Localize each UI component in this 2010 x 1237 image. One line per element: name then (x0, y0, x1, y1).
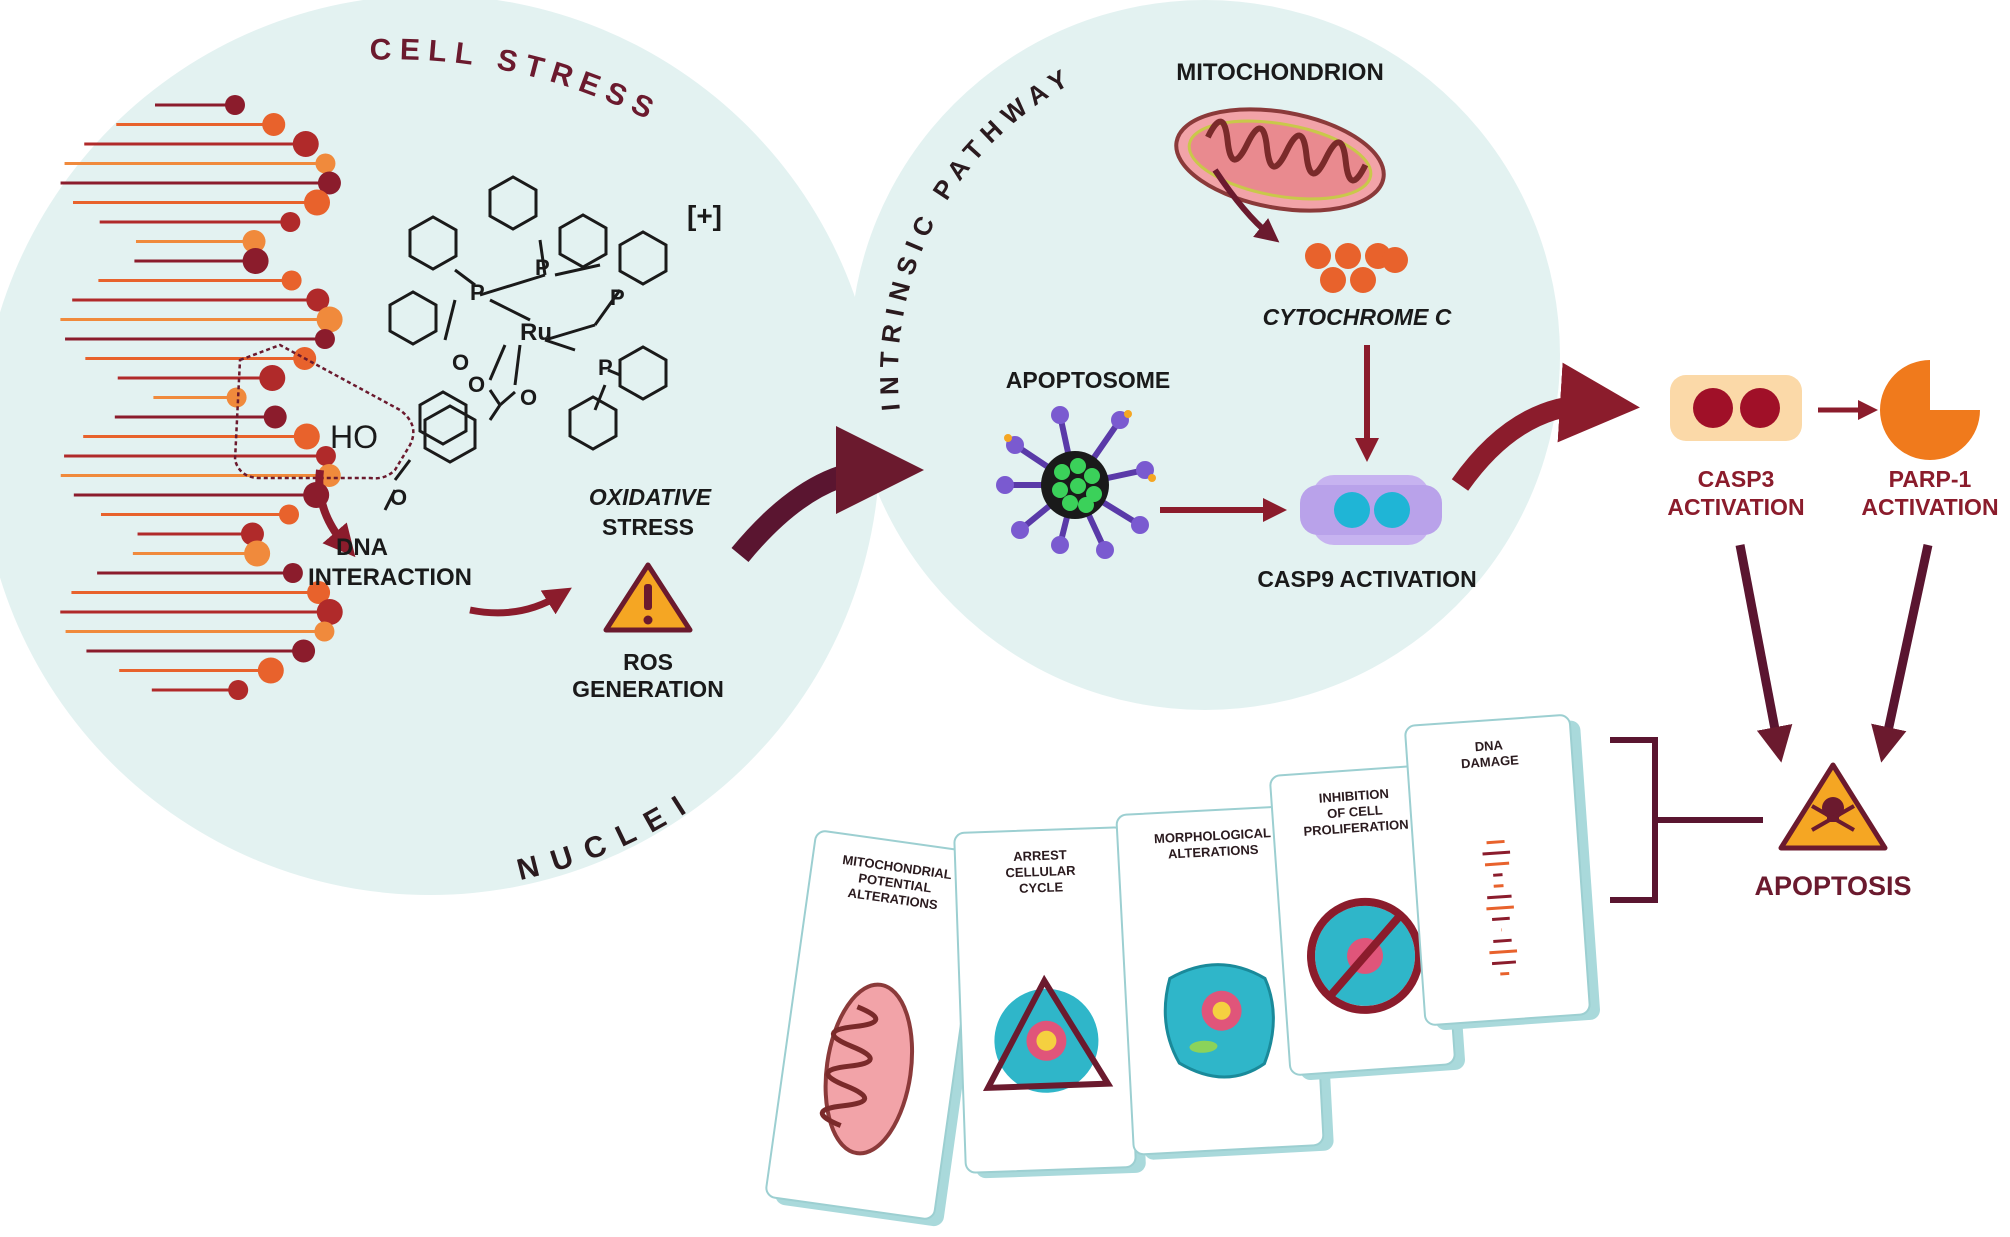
o-atom-label-1: O (452, 350, 469, 375)
card-morphological-label-line: MORPHOLOGICAL (1154, 825, 1272, 846)
charge-label: [+] (687, 200, 722, 231)
card-arrest-label-line: CYCLE (1019, 879, 1064, 896)
apoptosome-icon (996, 406, 1156, 559)
nucleus-circle (0, 0, 880, 895)
cell-cycle-icon (982, 974, 1114, 1093)
p-atom-label-1: P (470, 280, 485, 305)
apoptosis-label: APOPTOSIS (1754, 871, 1911, 901)
dna-base (316, 599, 343, 625)
dna-base (316, 306, 343, 333)
prohibited-cell-icon (1307, 897, 1424, 1014)
parp1-icon (1880, 360, 1980, 460)
dna-base (317, 464, 341, 487)
effect-cards: MITOCHONDRIALPOTENTIALALTERATIONSARRESTC… (765, 714, 1600, 1227)
cytochrome-c-icon (1305, 243, 1408, 293)
dna-base (257, 657, 284, 684)
cytochrome-c-label: CYTOCHROME C (1263, 304, 1452, 330)
dna-base (315, 446, 336, 466)
ruthenium-complex-structure (383, 175, 668, 511)
o-atom-label-2: O (520, 385, 537, 410)
nuclei-to-pathway-arrow (731, 426, 924, 562)
ho-label: HO (330, 419, 378, 455)
cell-icon (1163, 963, 1275, 1079)
oxidative-stress-label-line1: OXIDATIVE (589, 484, 712, 510)
casp3-label-line1: CASP3 (1698, 466, 1775, 492)
mitochondrion-label: MITOCHONDRION (1176, 59, 1384, 86)
apoptosis-warning-icon (1778, 762, 1888, 851)
casp9-to-casp3-arrow (1451, 362, 1640, 491)
dna-base (259, 365, 286, 391)
cards-bracket (1610, 737, 1763, 903)
parp1-label-line1: PARP-1 (1889, 466, 1972, 492)
ros-warning-icon (603, 562, 693, 633)
dna-base (262, 113, 286, 136)
dna-base (263, 405, 287, 429)
dna-base (228, 680, 249, 700)
card-dna-label-line: DAMAGE (1461, 752, 1520, 771)
card-morphological-label-line: ALTERATIONS (1168, 842, 1260, 862)
ru-atom-label: Ru (520, 319, 552, 346)
card-inhibition-label-line: PROLIFERATION (1303, 817, 1409, 839)
card-arrest-label-line: ARREST (1013, 847, 1067, 864)
dna-base (281, 270, 302, 291)
p-atom-label-2: P (535, 255, 550, 280)
dna-to-ros-arrow (469, 587, 572, 617)
dna-base (307, 581, 331, 604)
dna-interaction-label-line1: DNA (336, 534, 388, 561)
casp3-label-line2: ACTIVATION (1667, 494, 1804, 520)
dna-base (226, 387, 247, 408)
casp3-icon (1670, 375, 1802, 441)
dna-helix-illustration (60, 95, 343, 700)
card-inhibition-label-line: OF CELL (1327, 802, 1384, 821)
intrinsic-pathway-circle (850, 0, 1560, 710)
dna-base (293, 423, 320, 450)
ho-to-dna-arrow (315, 469, 356, 558)
apoptosome-label: APOPTOSOME (1006, 367, 1170, 393)
dna-base (242, 230, 266, 253)
mito-to-cytochrome-arrow (1212, 168, 1280, 243)
casp9-label: CASP9 ACTIVATION (1257, 566, 1476, 592)
dna-base (282, 563, 303, 583)
dna-base (292, 131, 319, 157)
dna-base (315, 153, 336, 174)
mitochondrion-icon (819, 982, 915, 1156)
p-atom-label-4: P (598, 355, 613, 380)
dna-base (314, 329, 335, 349)
dna-interaction-label-line2: INTERACTION (308, 564, 472, 591)
ho-highlight-box (233, 343, 415, 480)
o-atom-label-3: O (468, 372, 485, 397)
dna-base (244, 540, 271, 567)
oxidative-stress-label-line2: STRESS (602, 514, 694, 540)
dna-icon (1482, 839, 1518, 976)
card-arrest-label-line: CELLULAR (1005, 863, 1076, 880)
dna-base (279, 504, 300, 525)
casp9-icon (1300, 475, 1442, 545)
card-dna-label-line: DNA (1474, 737, 1504, 754)
dna-base (304, 189, 331, 216)
dna-base (306, 288, 330, 312)
parp1-to-apoptosis-arrow (1871, 544, 1933, 763)
o-atom-label-4: O (390, 485, 407, 510)
dna-base (240, 522, 264, 546)
ros-generation-label-line2: GENERATION (572, 676, 724, 702)
parp1-label-line2: ACTIVATION (1861, 494, 1998, 520)
casp3-to-apoptosis-arrow (1735, 544, 1793, 763)
dna-base (292, 639, 316, 663)
dna-base (225, 95, 245, 115)
dna-base (314, 621, 335, 642)
ros-generation-label-line1: ROS (623, 649, 673, 675)
p-atom-label-3: P (610, 285, 625, 310)
dna-base (242, 248, 269, 274)
dna-base (317, 171, 341, 195)
dna-base (280, 212, 301, 232)
card-inhibition-label-line: INHIBITION (1318, 786, 1389, 806)
